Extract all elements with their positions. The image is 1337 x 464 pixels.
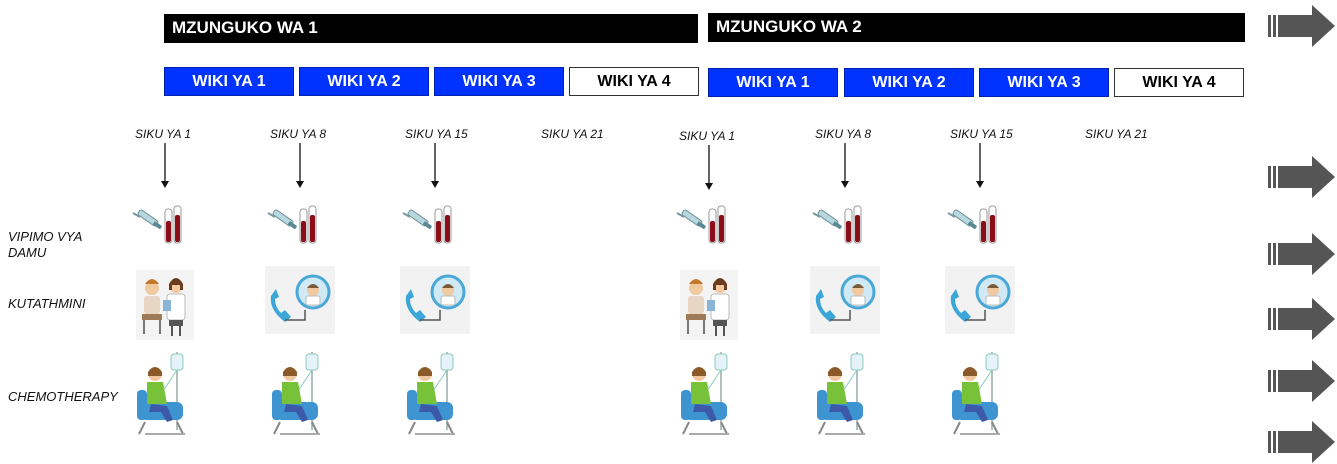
cycle-1-label: MZUNGUKO WA 1 (172, 18, 318, 37)
week-label: WIKI YA 3 (1007, 74, 1081, 91)
chemotherapy-infusion-icon (813, 350, 875, 440)
week-label: WIKI YA 2 (327, 73, 401, 90)
down-arrow-icon (296, 143, 304, 188)
down-arrow-icon (161, 143, 169, 188)
week-label: WIKI YA 4 (1142, 74, 1216, 91)
week-box-7: WIKI YA 3 (979, 68, 1109, 97)
blood-test-tubes-icon (266, 203, 322, 247)
chemotherapy-infusion-icon (677, 350, 739, 440)
down-arrow-icon (705, 145, 713, 190)
blood-test-tubes-icon (811, 203, 867, 247)
day-label-6: SIKU YA 8 (815, 127, 872, 141)
week-box-6: WIKI YA 2 (844, 68, 974, 97)
week-label: WIKI YA 1 (736, 74, 810, 91)
right-arrow-icon (1268, 298, 1335, 340)
day-label-1: SIKU YA 1 (135, 127, 192, 141)
blood-test-tubes-icon (946, 203, 1002, 247)
chemotherapy-infusion-icon (268, 350, 330, 440)
phone-consultation-icon (265, 266, 335, 334)
chemotherapy-infusion-icon (403, 350, 465, 440)
chemotherapy-infusion-icon (133, 350, 195, 440)
down-arrow-icon (841, 143, 849, 188)
doctor-consultation-icon (136, 270, 194, 340)
cycle-2-bar: MZUNGUKO WA 2 (708, 13, 1245, 42)
right-arrow-icon (1268, 360, 1335, 402)
week-box-5: WIKI YA 1 (708, 68, 838, 97)
day-label-8: SIKU YA 21 (1085, 127, 1148, 141)
right-arrow-icon (1268, 156, 1335, 198)
right-arrow-icon (1268, 233, 1335, 275)
week-box-1: WIKI YA 1 (164, 67, 294, 96)
blood-test-tubes-icon (131, 203, 187, 247)
week-label: WIKI YA 2 (872, 74, 946, 91)
week-label: WIKI YA 4 (597, 73, 671, 90)
cycle-2-label: MZUNGUKO WA 2 (716, 17, 862, 36)
right-arrow-icon (1268, 5, 1335, 47)
row-label-blood-tests: VIPIMO VYA DAMU (8, 229, 82, 260)
row-label-chemotherapy: CHEMOTHERAPY (8, 389, 118, 404)
week-label: WIKI YA 3 (462, 73, 536, 90)
right-arrow-icon (1268, 421, 1335, 463)
day-label-5: SIKU YA 1 (679, 129, 736, 143)
row-label-assessment: KUTATHMINI (8, 296, 86, 311)
phone-consultation-icon (400, 266, 470, 334)
day-label-7: SIKU YA 15 (950, 127, 1013, 141)
cycle-1-bar: MZUNGUKO WA 1 (164, 14, 698, 43)
week-box-3: WIKI YA 3 (434, 67, 564, 96)
week-box-2: WIKI YA 2 (299, 67, 429, 96)
blood-test-tubes-icon (675, 203, 731, 247)
day-label-4: SIKU YA 21 (541, 127, 604, 141)
phone-consultation-icon (810, 266, 880, 334)
doctor-consultation-icon (680, 270, 738, 340)
week-box-8: WIKI YA 4 (1114, 68, 1244, 97)
week-label: WIKI YA 1 (192, 73, 266, 90)
down-arrow-icon (976, 143, 984, 188)
down-arrow-icon (431, 143, 439, 188)
blood-test-tubes-icon (401, 203, 457, 247)
phone-consultation-icon (945, 266, 1015, 334)
day-label-2: SIKU YA 8 (270, 127, 327, 141)
chemotherapy-infusion-icon (948, 350, 1010, 440)
day-label-3: SIKU YA 15 (405, 127, 468, 141)
week-box-4: WIKI YA 4 (569, 67, 699, 96)
